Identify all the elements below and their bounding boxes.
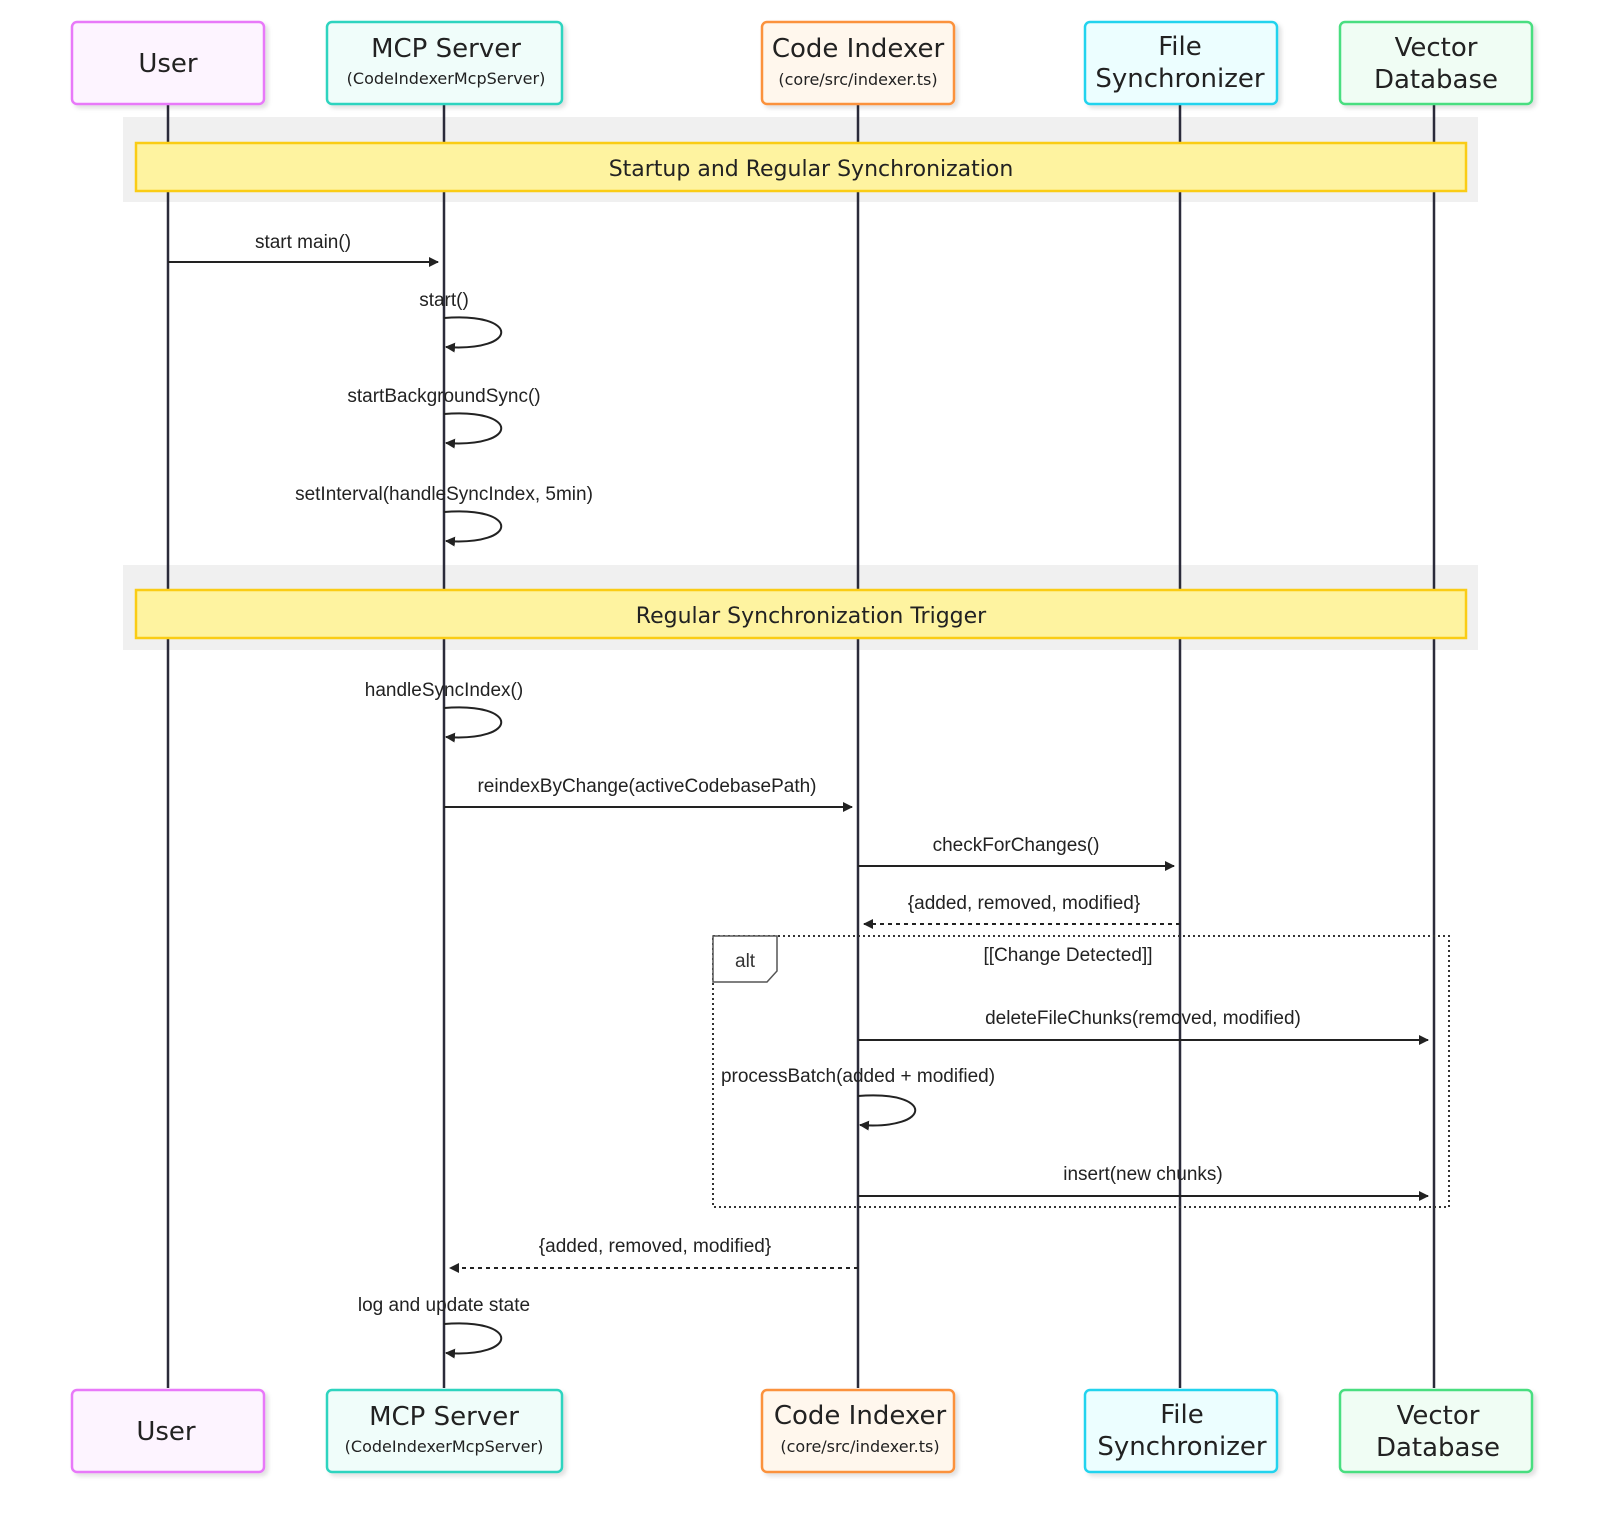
participant-subtitle: (CodeIndexerMcpServer)	[347, 69, 546, 88]
lifelines	[166, 104, 1436, 1388]
participant-file-synchronizer: File Synchronizer	[1083, 20, 1279, 106]
message-label: processBatch(added + modified)	[721, 1066, 995, 1087]
alt-fragment: alt [[Change Detected]]	[712, 935, 1450, 1208]
participant-name: User	[136, 1417, 196, 1447]
section-banner	[134, 141, 1468, 193]
self-call-loop	[443, 316, 503, 353]
participant-subtitle: (core/src/indexer.ts)	[780, 1437, 939, 1456]
participant-box	[1083, 20, 1279, 106]
participant-box	[70, 1388, 266, 1474]
participant-name-line-1: File	[1158, 32, 1202, 62]
participant-name-line-1: Vector	[1395, 33, 1478, 63]
messages: start main() start() startBackgroundSync…	[168, 232, 1429, 1359]
section-bands	[123, 117, 1478, 650]
participant-name: Code Indexer	[774, 1401, 947, 1431]
message-start: start()	[419, 290, 503, 353]
participant-subtitle: (core/src/indexer.ts)	[778, 70, 937, 89]
alt-keyword: alt	[735, 951, 756, 972]
participant-box	[325, 1388, 564, 1474]
message-reindex-by-change: reindexByChange(activeCodebasePath)	[444, 776, 853, 812]
participant-code-indexer: Code Indexer (core/src/indexer.ts)	[760, 20, 956, 106]
participant-user: User	[70, 20, 266, 106]
alt-tab	[712, 935, 778, 983]
message-start-main: start main()	[168, 232, 439, 267]
self-call-loop	[443, 1322, 503, 1359]
participant-box	[760, 1388, 956, 1474]
message-label: reindexByChange(activeCodebasePath)	[477, 776, 816, 797]
participant-name-line-2: Database	[1374, 65, 1498, 95]
participant-box	[325, 20, 564, 106]
participant-name: User	[138, 49, 198, 79]
message-label: setInterval(handleSyncIndex, 5min)	[295, 484, 593, 505]
section-trigger: Regular Synchronization Trigger	[134, 588, 1468, 640]
section-banner	[134, 588, 1468, 640]
participant-box	[760, 20, 956, 106]
participant-name-line-2: Synchronizer	[1095, 64, 1265, 94]
message-changes-return: {added, removed, modified}	[863, 893, 1180, 929]
participant-name: Code Indexer	[772, 34, 945, 64]
participant-code-indexer: Code Indexer (core/src/indexer.ts)	[760, 1388, 956, 1474]
participant-name-line-2: Database	[1376, 1433, 1500, 1463]
participant-vector-database: Vector Database	[1338, 20, 1534, 106]
alt-condition: [[Change Detected]]	[984, 945, 1153, 966]
message-label: {added, removed, modified}	[539, 1236, 771, 1257]
participant-name: MCP Server	[369, 1402, 519, 1432]
participant-file-synchronizer: File Synchronizer	[1083, 1388, 1279, 1474]
message-label: checkForChanges()	[933, 835, 1100, 856]
message-label: deleteFileChunks(removed, modified)	[985, 1008, 1301, 1029]
message-insert-new-chunks: insert(new chunks)	[858, 1164, 1429, 1201]
message-reindex-return: {added, removed, modified}	[449, 1236, 858, 1273]
message-check-for-changes: checkForChanges()	[858, 835, 1175, 871]
participant-subtitle: (CodeIndexerMcpServer)	[345, 1437, 544, 1456]
message-label: startBackgroundSync()	[347, 386, 540, 407]
participant-name-line-2: Synchronizer	[1097, 1432, 1267, 1462]
section-startup: Startup and Regular Synchronization	[134, 141, 1468, 193]
alt-frame	[712, 935, 1450, 1208]
section-label: Startup and Regular Synchronization	[609, 157, 1014, 182]
participant-mcp-server: MCP Server (CodeIndexerMcpServer)	[325, 20, 564, 106]
message-delete-file-chunks: deleteFileChunks(removed, modified)	[858, 1008, 1429, 1045]
self-call-loop	[443, 510, 503, 547]
participant-box	[1338, 1388, 1534, 1474]
participant-mcp-server: MCP Server (CodeIndexerMcpServer)	[325, 1388, 564, 1474]
message-log-and-update-state: log and update state	[358, 1295, 530, 1359]
self-call-loop	[443, 412, 503, 449]
self-call-loop	[443, 706, 503, 743]
participant-name-line-1: File	[1160, 1400, 1204, 1430]
message-set-interval: setInterval(handleSyncIndex, 5min)	[295, 484, 593, 547]
section-label: Regular Synchronization Trigger	[636, 604, 987, 629]
participant-box	[1083, 1388, 1279, 1474]
participant-box	[70, 20, 266, 106]
participants-bottom: User MCP Server (CodeIndexerMcpServer) C…	[70, 1388, 1534, 1474]
message-process-batch: processBatch(added + modified)	[721, 1066, 995, 1131]
message-label: log and update state	[358, 1295, 530, 1316]
message-label: {added, removed, modified}	[908, 893, 1140, 914]
message-label: handleSyncIndex()	[365, 680, 523, 701]
self-call-loop	[857, 1094, 917, 1131]
message-start-background-sync: startBackgroundSync()	[347, 386, 541, 449]
message-label: start()	[419, 290, 469, 311]
participant-box	[1338, 20, 1534, 106]
participant-name-line-1: Vector	[1397, 1401, 1480, 1431]
message-label: insert(new chunks)	[1063, 1164, 1222, 1185]
message-label: start main()	[255, 232, 351, 253]
participants-top: User MCP Server (CodeIndexerMcpServer) C…	[70, 20, 1534, 106]
participant-vector-database: Vector Database	[1338, 1388, 1534, 1474]
participant-name: MCP Server	[371, 34, 521, 64]
participant-user: User	[70, 1388, 266, 1474]
message-handle-sync-index: handleSyncIndex()	[365, 680, 523, 743]
